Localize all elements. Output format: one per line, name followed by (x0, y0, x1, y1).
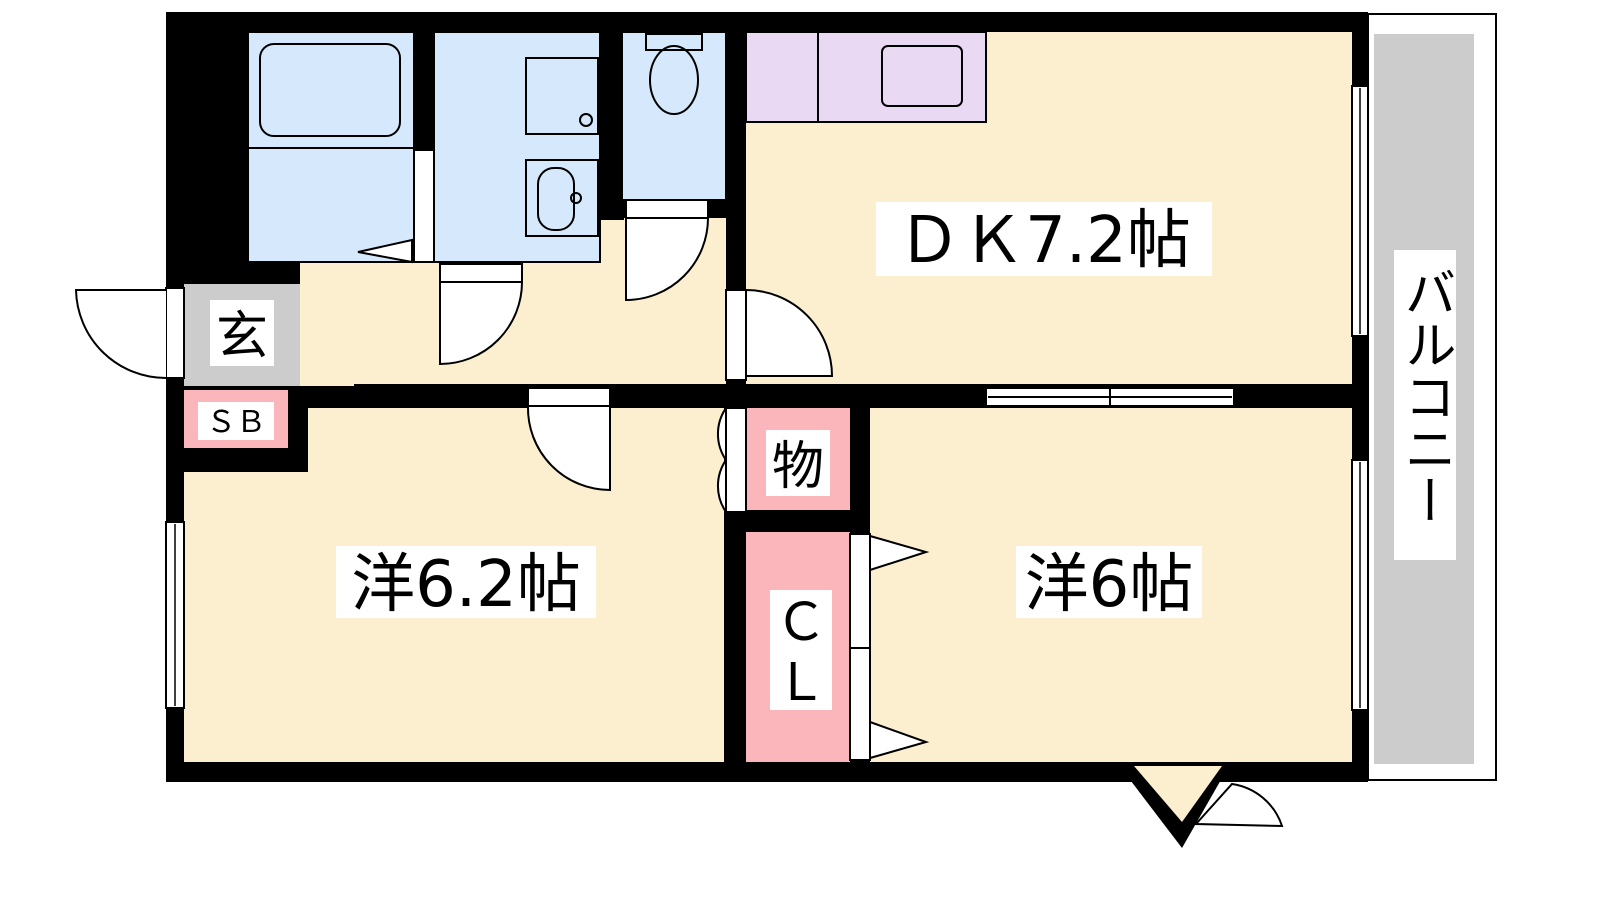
bath-door-frame (413, 149, 435, 263)
toilet-bowl (649, 45, 699, 115)
balcony (1367, 13, 1497, 781)
closet-label-bg (770, 590, 832, 710)
closet-door-swing-bottom (869, 720, 930, 760)
toilet-area (621, 31, 727, 201)
toilet-door-swing (625, 217, 710, 302)
dk-door-frame (725, 289, 747, 381)
dk-door-swing (745, 288, 834, 377)
western-right-label: 洋6帖 (1025, 548, 1194, 622)
hallway-wall (300, 386, 730, 408)
western-right-label-bg (1016, 546, 1202, 618)
kitchen-sink (881, 45, 963, 107)
washbasin-faucet (570, 192, 582, 204)
washroom-door-swing (439, 281, 524, 366)
toilet-door-frame (625, 199, 709, 219)
storage-bottom-wall (746, 510, 850, 532)
closet-door-swing-top (869, 534, 930, 572)
bathtub (259, 43, 401, 137)
storage-door-frame (725, 407, 747, 513)
closet-label-l: Ｌ (775, 653, 827, 713)
kitchen-counter (745, 31, 987, 123)
entrance-door-swing (74, 289, 167, 379)
balcony-label-bg (1394, 250, 1456, 560)
washing-machine-space (525, 57, 599, 135)
washroom-area (433, 31, 601, 263)
western-left-label-bg (336, 546, 596, 618)
washbasin-counter (525, 159, 599, 237)
hallway-wall-2 (354, 384, 730, 388)
bath-door-swing (357, 238, 413, 264)
storage-label-bg (766, 430, 830, 496)
balcony-label: バルコニー (1395, 266, 1455, 526)
storage-door-swing-2 (716, 456, 727, 516)
storage-label: 物 (772, 437, 824, 497)
entrance-label: 玄 (216, 307, 268, 367)
washroom-door-frame (439, 263, 523, 283)
dk-label-bg (876, 202, 1212, 276)
western-left-door-swing (526, 405, 611, 492)
service-door-floor (1134, 766, 1222, 822)
western-left-door-frame (527, 387, 611, 407)
shoe-box-label-bg (198, 402, 274, 440)
dk-label: ＤＫ7.2帖 (897, 204, 1191, 278)
washing-machine-drain (579, 113, 593, 127)
closet-label-c: Ｃ (775, 593, 827, 653)
toilet-tank (645, 33, 703, 51)
wall-notch-2 (184, 450, 308, 472)
washbasin-bowl (537, 167, 575, 231)
western-left-label: 洋6.2帖 (351, 548, 581, 622)
service-door-swing (1193, 782, 1284, 828)
shoe-box-label: ＳＢ (206, 405, 266, 440)
entrance-door-frame (165, 287, 185, 379)
entrance-label-bg (210, 300, 274, 366)
western-left-fill-upper (310, 408, 724, 472)
